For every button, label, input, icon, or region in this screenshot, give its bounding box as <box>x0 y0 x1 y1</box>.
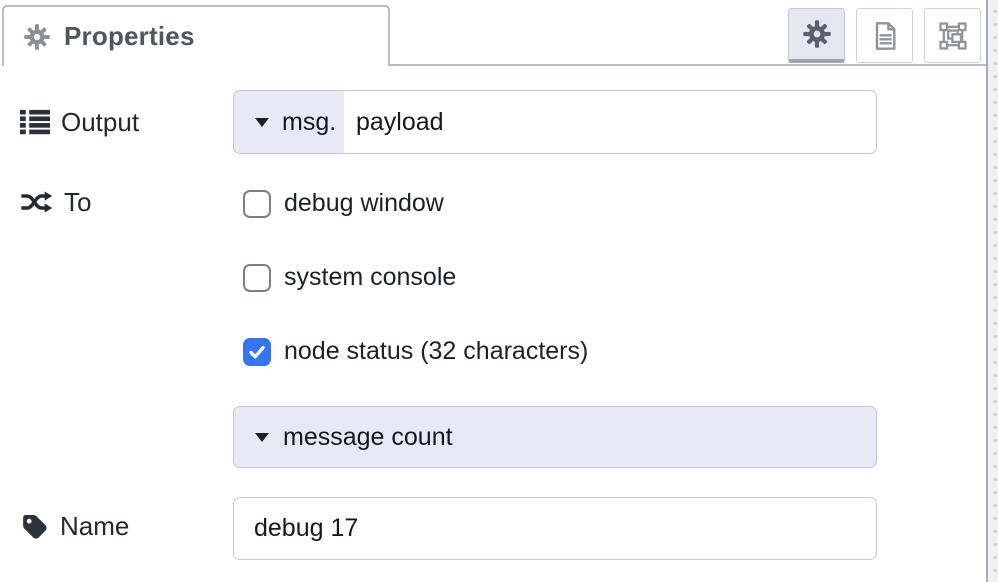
tabbar-divider <box>390 64 988 66</box>
to-field-label: To <box>20 186 91 218</box>
checkbox[interactable] <box>243 263 271 292</box>
appearance-tab-button[interactable] <box>924 8 981 63</box>
chevron-down-icon <box>255 117 269 127</box>
panel-right-border <box>986 0 988 582</box>
checkbox-label: system console <box>284 263 457 291</box>
output-field-label: Output <box>20 106 139 138</box>
checkbox-label: debug window <box>284 189 444 217</box>
gear-icon <box>802 19 832 49</box>
name-input[interactable] <box>233 497 877 560</box>
workspace-grid-strip <box>988 0 998 582</box>
description-tab-button[interactable] <box>856 8 913 63</box>
tag-icon <box>20 512 49 541</box>
document-icon <box>869 20 901 52</box>
debug-window-checkbox-row[interactable]: debug window <box>243 189 444 218</box>
status-type-value: message count <box>283 422 453 451</box>
properties-tab-button[interactable] <box>788 8 845 63</box>
output-type-prefix: msg. <box>282 107 337 136</box>
checkbox[interactable] <box>243 337 271 366</box>
status-type-select[interactable]: message count <box>233 406 877 468</box>
list-icon <box>20 109 50 135</box>
name-field-label: Name <box>20 510 129 542</box>
shuffle-icon <box>20 189 53 215</box>
to-label-text: To <box>64 186 92 217</box>
appearance-icon <box>936 19 970 53</box>
output-type-select-button[interactable]: msg. <box>234 91 344 153</box>
output-typed-input: msg. <box>233 90 877 154</box>
output-label-text: Output <box>61 106 140 137</box>
tab-properties[interactable]: Properties <box>2 5 390 66</box>
chevron-down-icon <box>255 432 269 442</box>
tab-label: Properties <box>64 21 195 51</box>
output-property-input[interactable] <box>344 91 876 153</box>
checkbox-label: node status (32 characters) <box>284 337 589 365</box>
name-label-text: Name <box>60 510 130 541</box>
checkbox[interactable] <box>243 189 271 218</box>
gear-icon <box>23 23 51 51</box>
node-status-checkbox-row[interactable]: node status (32 characters) <box>243 337 588 366</box>
system-console-checkbox-row[interactable]: system console <box>243 263 456 292</box>
